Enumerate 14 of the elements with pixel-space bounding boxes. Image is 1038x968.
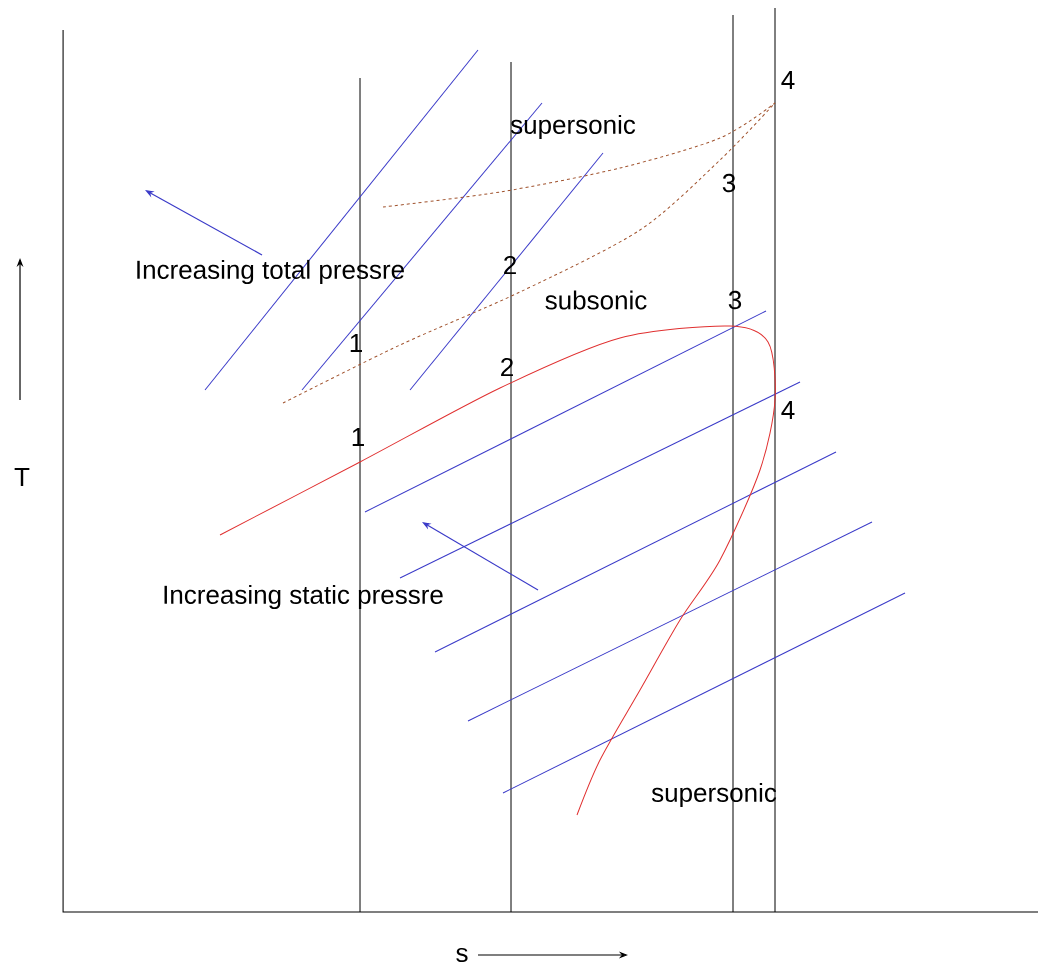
region-label: supersonic [510, 114, 636, 140]
state-number: 4 [781, 71, 795, 89]
annotation: Increasing static pressre [164, 584, 443, 610]
state-number: 2 [501, 357, 513, 377]
state-number: 3 [722, 173, 736, 193]
state-number: 4 [781, 401, 795, 419]
axis-label: T [14, 468, 30, 486]
state-number: 1 [350, 334, 362, 352]
axis-label: s [456, 947, 468, 963]
region-label: subsonic [545, 290, 647, 310]
state-number: 2 [504, 255, 516, 275]
state-number: 3 [728, 290, 742, 310]
region-label: supersonic [651, 782, 777, 808]
state-number: 1 [352, 428, 364, 446]
